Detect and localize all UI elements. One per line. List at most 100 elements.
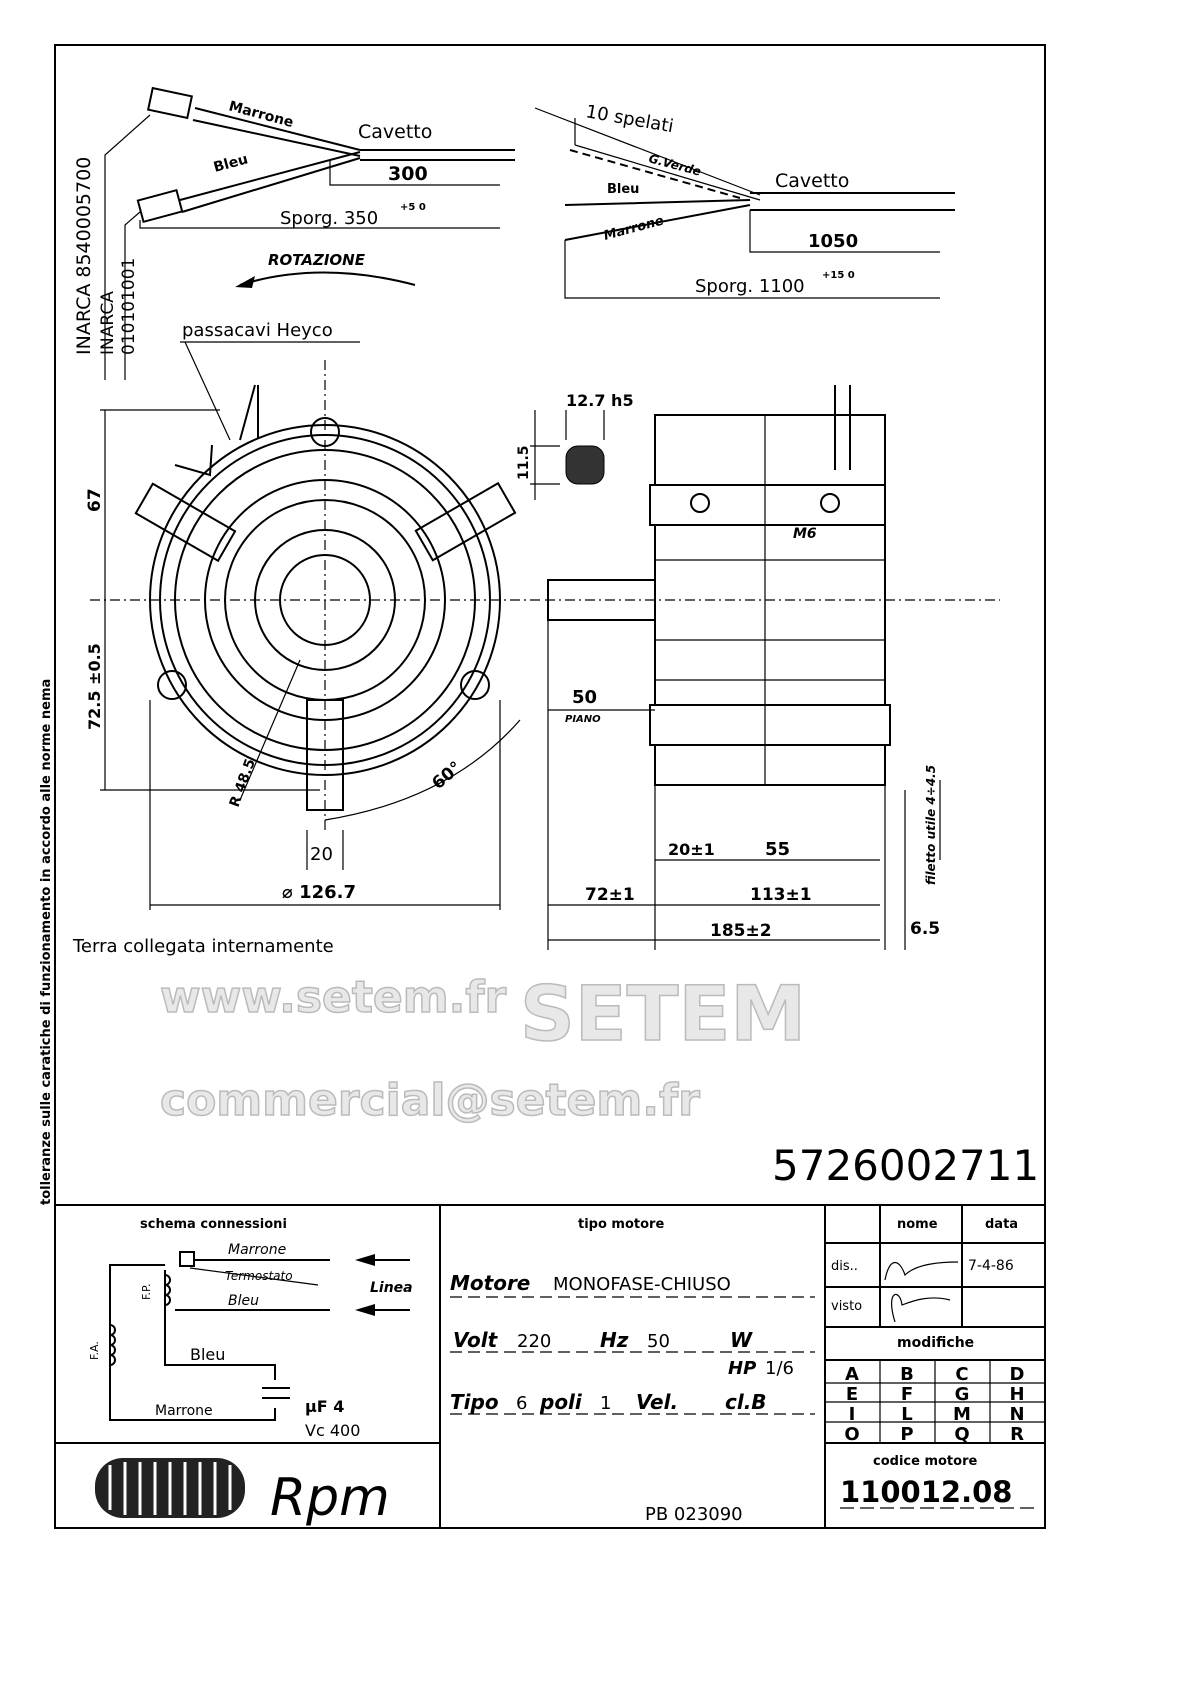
inarca-code-2: 010101001	[119, 258, 139, 355]
rotation-label: ROTAZIONE	[268, 251, 366, 269]
modifiche-letter: M	[953, 1404, 971, 1425]
dim-113: 113±1	[750, 885, 812, 905]
codice-motore-label: codice motore	[873, 1454, 977, 1469]
ground-note: Terra collegata internamente	[72, 936, 334, 957]
wire-marrone-right: Marrone	[602, 213, 665, 243]
modifiche-letter: R	[1010, 1424, 1024, 1445]
dim-300: 300	[388, 163, 428, 185]
poli-value: 1	[600, 1393, 611, 1414]
dim-12-7: 12.7 h5	[566, 391, 634, 410]
modifiche-letter: F	[901, 1384, 913, 1405]
visto-signature	[891, 1293, 951, 1323]
inarca-code-1: INARCA 8540005700	[73, 157, 95, 355]
dim-11-5: 11.5	[516, 445, 532, 480]
wire-marrone-left: Marrone	[227, 98, 295, 131]
data-header: data	[985, 1217, 1018, 1232]
watermark-url: www.setem.fr	[160, 972, 506, 1023]
modifiche-letter: D	[1010, 1364, 1025, 1385]
dim-55: 55	[765, 839, 790, 860]
left-cable-drawing	[104, 86, 515, 380]
inarca-label-2: INARCA	[98, 291, 118, 355]
dim-67: 67	[85, 488, 105, 512]
sporg-1100-tolerance: +15 0	[822, 270, 855, 281]
wire-bleu-right: Bleu	[607, 182, 639, 197]
modifiche-letter: A	[845, 1364, 859, 1385]
sporg-1100: Sporg. 1100	[695, 276, 805, 297]
angle-60: 60°	[428, 758, 466, 794]
dim-6-5: 6.5	[910, 919, 940, 939]
right-cable-drawing	[534, 107, 955, 299]
poli-label: poli	[539, 1390, 583, 1414]
schema-bleu-top: Bleu	[228, 1293, 259, 1309]
modifiche-letter: E	[846, 1384, 858, 1405]
cable-label-left: Cavetto	[358, 121, 432, 143]
hz-value: 50	[647, 1331, 670, 1352]
tipo-label: Tipo	[450, 1390, 499, 1414]
nome-header: nome	[897, 1217, 938, 1232]
hp-label: HP	[728, 1358, 756, 1379]
dis-label: dis..	[831, 1259, 858, 1274]
volt-value: 220	[517, 1331, 551, 1352]
m6-label: M6	[793, 526, 817, 542]
volt-label: Volt	[453, 1328, 499, 1352]
w-label: W	[730, 1328, 753, 1352]
piano-label: PIANO	[565, 714, 601, 725]
hz-label: Hz	[600, 1328, 629, 1352]
shaft-section	[530, 410, 605, 500]
schema-fp: F.P.	[140, 1284, 153, 1300]
motore-value: MONOFASE-CHIUSO	[553, 1274, 731, 1295]
schema-title: schema connessioni	[140, 1217, 287, 1232]
wiring-schematic	[109, 1251, 410, 1421]
visto-label: visto	[831, 1299, 862, 1314]
codice-motore-value: 110012.08	[840, 1475, 1012, 1509]
motore-label: Motore	[450, 1271, 530, 1295]
dim-20-side: 20±1	[668, 840, 715, 859]
modifiche-letter: B	[900, 1364, 914, 1385]
motor-side-view	[545, 385, 1000, 950]
drawing-frame	[54, 44, 1046, 1529]
modifiche-letter: C	[955, 1364, 968, 1385]
diameter-126-7: ⌀ 126.7	[282, 882, 356, 903]
dim-1050: 1050	[808, 231, 858, 252]
capacitor-uf: µF 4	[305, 1397, 344, 1416]
motor-front-view	[90, 360, 540, 910]
dim-20-front: 20	[310, 844, 333, 865]
modifiche-letter: N	[1009, 1404, 1024, 1425]
modifiche-letter: L	[901, 1404, 912, 1425]
dim-185: 185±2	[710, 921, 772, 941]
watermark: www.setem.fr SETEM commercial@setem.fr	[159, 968, 807, 1127]
side-note: tolleranze sulle caratiche di funzioname…	[39, 679, 54, 1205]
modifiche-letter: G	[955, 1384, 970, 1405]
dim-72: 72±1	[585, 885, 635, 905]
capacitor-vc: Vc 400	[305, 1421, 360, 1440]
modifiche-letter: I	[849, 1404, 856, 1425]
thread-note: filetto utile 4÷4.5	[924, 765, 938, 885]
watermark-brand: SETEM	[520, 969, 806, 1058]
passacavi-leader	[180, 341, 360, 441]
vel-label: Vel.	[636, 1390, 678, 1414]
schema-linea: Linea	[370, 1280, 413, 1296]
dis-date: 7-4-86	[968, 1258, 1014, 1274]
modifiche-title: modifiche	[897, 1335, 974, 1351]
drawing-number: 5726002711	[772, 1141, 1039, 1190]
hp-value: 1/6	[765, 1358, 794, 1379]
watermark-email: commercial@setem.fr	[160, 1075, 700, 1126]
rotation-arrow-icon	[239, 271, 416, 286]
rpm-logo: Rpm	[95, 1458, 390, 1528]
tipo-value: 6	[516, 1393, 527, 1414]
logo-text: Rpm	[270, 1468, 390, 1528]
tipo-motore-title: tipo motore	[578, 1217, 664, 1232]
modifiche-letter: O	[844, 1424, 859, 1445]
dis-signature	[884, 1261, 959, 1281]
radius-48-5: R 48.5	[227, 757, 259, 810]
cable-label-right: Cavetto	[775, 170, 849, 192]
wire-bleu-left: Bleu	[212, 151, 250, 175]
sporg-350-tolerance: +5 0	[400, 202, 426, 213]
dim-50: 50	[572, 687, 597, 708]
schema-termostato: Termostato	[225, 1269, 293, 1283]
form-underlines	[450, 1296, 815, 1415]
schema-marrone-top: Marrone	[228, 1242, 286, 1258]
modifiche-letter: Q	[954, 1424, 969, 1445]
schema-bleu-bottom: Bleu	[190, 1345, 225, 1364]
